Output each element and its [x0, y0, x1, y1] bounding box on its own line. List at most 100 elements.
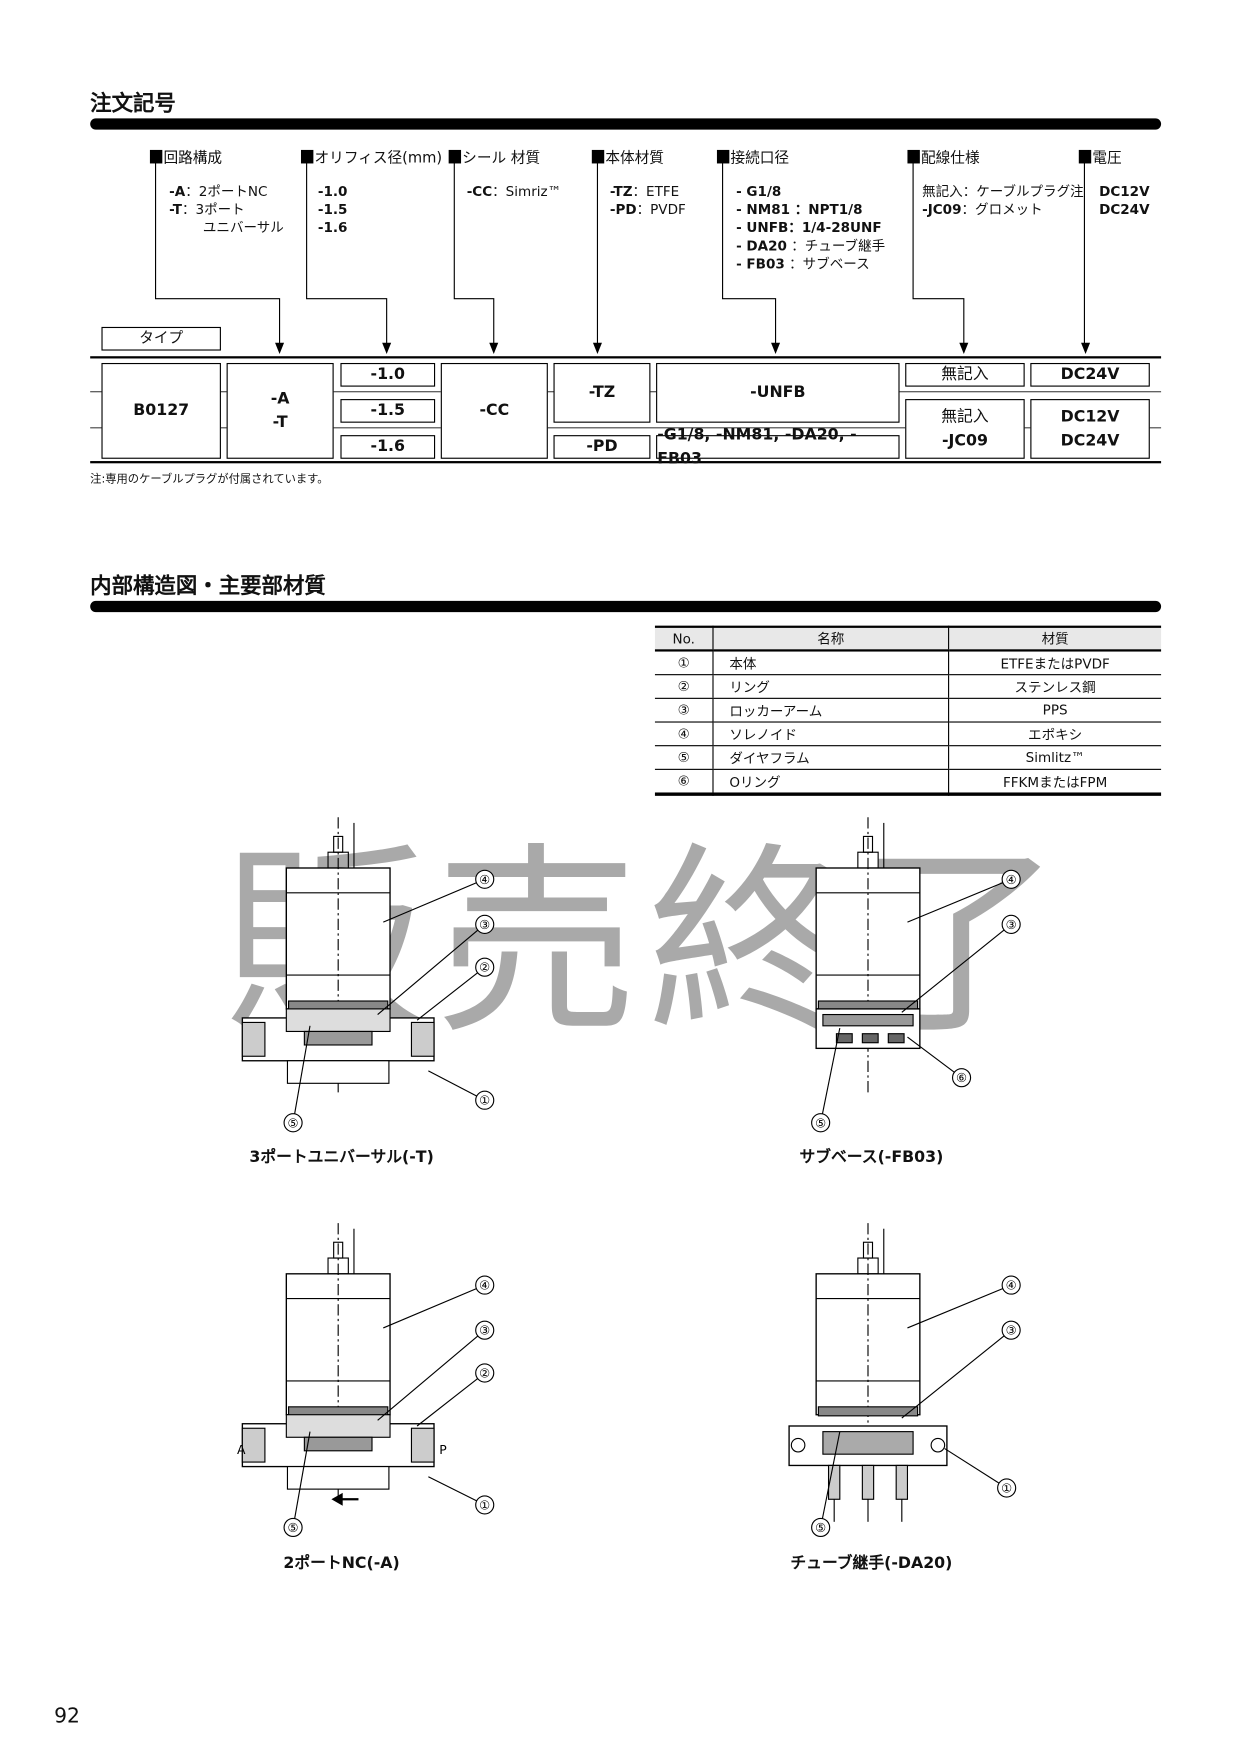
row-no: ⑥	[654, 769, 713, 795]
type-label: タイプ	[101, 326, 221, 351]
leader-line	[722, 161, 777, 345]
body-tz-code: -TZ	[588, 383, 616, 402]
row-material: ETFEまたはPVDF	[948, 650, 1162, 676]
port-other-codes: -G1/8, -NM81, -DA20, -FB03	[657, 425, 857, 468]
square-bullet-icon	[1078, 149, 1092, 164]
square-bullet-icon	[591, 149, 605, 164]
port-unfb-box: -UNFB	[656, 362, 900, 423]
port-label-p: P	[439, 1442, 447, 1457]
option-line: -CC：Simriz™	[467, 183, 561, 201]
section-divider	[90, 600, 1162, 613]
wiring-value: 無記入	[941, 407, 989, 426]
option-line: - DA20 ：チューブ継手	[736, 237, 885, 255]
arrow-down-icon	[1081, 342, 1091, 354]
callout-marker	[475, 1363, 495, 1383]
option-code: DC12V	[1099, 183, 1150, 200]
row-material: FFKMまたはFPM	[948, 769, 1162, 795]
header-material: 材質	[948, 626, 1162, 652]
option-line: -T：3ポート	[169, 201, 284, 219]
header-no: No.	[654, 626, 713, 652]
option-line: -1.0	[318, 183, 348, 201]
callout-number: ①	[1001, 1481, 1012, 1496]
table-header-row: No. 名称 材質	[654, 626, 1162, 652]
option-code: - DA20	[736, 237, 787, 254]
category-label: シール 材質	[462, 149, 541, 167]
option-line: - NM81 ：NPT1/8	[736, 201, 885, 219]
leader-line	[306, 161, 388, 345]
port-other-box: -G1/8, -NM81, -DA20, -FB03	[656, 426, 900, 467]
drawing-caption: チューブ継手(-DA20)	[790, 1554, 953, 1573]
category-options: 無記入：ケーブルプラグ注-JC09：グロメット	[922, 183, 1084, 219]
callout-marker	[811, 1113, 831, 1133]
drawing-caption: 2ポートNC(-A)	[283, 1554, 400, 1573]
square-bullet-icon	[448, 149, 462, 164]
square-bullet-icon	[149, 149, 163, 164]
callout-marker	[475, 1275, 495, 1295]
circuit-t: -T	[272, 413, 288, 432]
callout-marker	[475, 957, 495, 977]
option-code: DC24V	[1099, 201, 1150, 218]
callout-marker	[1001, 869, 1021, 889]
callout-number: ⑤	[815, 1520, 826, 1535]
body-pd-code: -PD	[586, 437, 618, 456]
square-bullet-icon	[300, 149, 314, 164]
flow-arrow-icon	[331, 1492, 359, 1506]
option-code: -TZ	[609, 183, 633, 200]
callout-number: ②	[479, 1366, 490, 1381]
callout-marker	[1001, 914, 1021, 934]
arrow-down-icon	[489, 342, 499, 354]
callout-number: ③	[479, 1323, 490, 1338]
category-header: 回路構成	[149, 145, 222, 167]
voltage-value: DC24V	[1060, 431, 1120, 450]
option-line: -1.5	[318, 201, 348, 219]
option-line: -JC09：グロメット	[922, 201, 1084, 219]
option-code: - FB03	[736, 255, 785, 272]
row-material: PPS	[948, 698, 1162, 723]
order-code-title: 注文記号	[90, 91, 176, 117]
option-code: - UNFB：1/4-28UNF	[736, 219, 882, 236]
callout-marker	[1001, 1320, 1021, 1340]
option-desc: ：Simriz™	[492, 183, 562, 200]
option-line: - G1/8	[736, 183, 885, 201]
callout-number: ③	[1006, 917, 1017, 932]
option-line: -1.6	[318, 219, 348, 237]
option-code: -1.5	[317, 201, 348, 218]
drawing-caption: サブベース(-FB03)	[799, 1148, 944, 1167]
callout-marker	[475, 914, 495, 934]
option-line: -TZ：ETFE	[610, 183, 686, 201]
wiring-value: 無記入	[941, 365, 989, 384]
option-line: - FB03 ：サブベース	[736, 255, 885, 273]
callout-number: ④	[479, 1278, 490, 1293]
option-desc: 無記入：ケーブルプラグ注	[922, 183, 1084, 200]
option-line: DC24V	[1099, 201, 1149, 219]
wiring-value: -JC09	[941, 431, 988, 450]
callout-number: ④	[1006, 1278, 1017, 1293]
seal-box: -CC	[440, 362, 548, 459]
orifice-value: -1.0	[370, 365, 406, 384]
callout-marker	[1001, 1275, 1021, 1295]
callout-marker	[475, 869, 495, 889]
drawing-caption: 3ポートユニバーサル(-T)	[249, 1148, 434, 1167]
port-label-a: A	[237, 1442, 246, 1457]
order-code-leader-lines	[154, 161, 1091, 354]
body-tz-box: -TZ	[553, 362, 651, 423]
option-desc: ユニバーサル	[202, 219, 284, 236]
category-header: 配線仕様	[907, 145, 980, 167]
header-name: 名称	[712, 626, 949, 652]
option-desc: ：チューブ継手	[786, 237, 886, 254]
type-code-box: B0127	[101, 362, 221, 459]
callout-number: ⑥	[956, 1070, 967, 1085]
row-name: リング	[712, 674, 949, 699]
arrow-down-icon	[592, 342, 602, 354]
table-top-rule	[90, 356, 1162, 359]
square-bullet-icon	[907, 149, 920, 164]
row-no: ④	[654, 722, 713, 747]
footnote: 注:専用のケーブルプラグが付属されています。	[90, 473, 329, 486]
